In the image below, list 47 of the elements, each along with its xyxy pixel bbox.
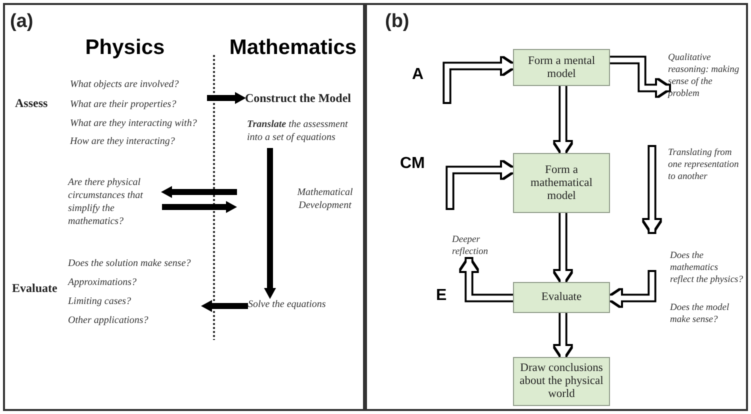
question-text: What are they interacting with? — [70, 117, 197, 130]
box-text: Form a mental model — [526, 54, 596, 80]
stage-letter: A — [412, 66, 425, 84]
panel-label: (a) — [10, 11, 34, 33]
process-box — [513, 49, 610, 86]
note-text: Does the mathematics reflect the physics? — [670, 250, 744, 286]
box-text: Form a mathematical model — [530, 164, 594, 202]
stage-heading: Assess — [15, 96, 48, 111]
heading: Mathematics — [228, 36, 358, 60]
arrow — [264, 148, 276, 299]
box-text: Evaluate — [540, 291, 583, 304]
step-heading: Construct the Model — [245, 91, 351, 106]
question-text: Limiting cases? — [68, 295, 132, 308]
arrow — [162, 201, 237, 213]
process-box — [513, 153, 610, 213]
question-text: Approximations? — [68, 276, 137, 289]
process-box — [513, 282, 610, 313]
stage-letter: CM — [400, 155, 426, 173]
panel-frame — [3, 3, 365, 411]
question-text: Are there physical circumstances that simplify the mathematics? — [68, 176, 144, 228]
arrow — [201, 300, 248, 312]
note-text: Deeper reflection — [452, 234, 490, 258]
note-text: Does the model make sense? — [670, 302, 730, 326]
block-arrow — [555, 213, 571, 283]
question-text: Does the solution make sense? — [68, 257, 191, 270]
question-text: Other applications? — [68, 314, 148, 327]
question-text: How are they interacting? — [70, 135, 175, 148]
block-arrow — [555, 86, 571, 154]
arrow — [161, 186, 237, 198]
step-text: Translate the assessment into a set of equations — [247, 118, 349, 144]
question-text: What objects are involved? — [70, 78, 179, 91]
block-arrow — [461, 259, 513, 300]
note-text: Translating from one representation to another — [668, 147, 740, 183]
process-box — [513, 357, 610, 406]
panel-frame — [365, 3, 748, 411]
note-text: Qualitative reasoning: making sense of the problem — [668, 52, 740, 100]
stage-heading: Evaluate — [12, 281, 58, 296]
block-arrow — [448, 162, 514, 208]
block-arrow — [609, 272, 654, 306]
panel-label: (b) — [385, 11, 410, 33]
arrow — [207, 92, 246, 104]
stage-letter: E — [436, 287, 448, 305]
heading: Physics — [84, 36, 166, 60]
question-text: Solve the equations — [248, 298, 327, 311]
block-arrow — [444, 58, 514, 102]
box-text: Draw conclusions about the physical world — [518, 362, 604, 401]
question-text: What are their properties? — [70, 98, 176, 111]
